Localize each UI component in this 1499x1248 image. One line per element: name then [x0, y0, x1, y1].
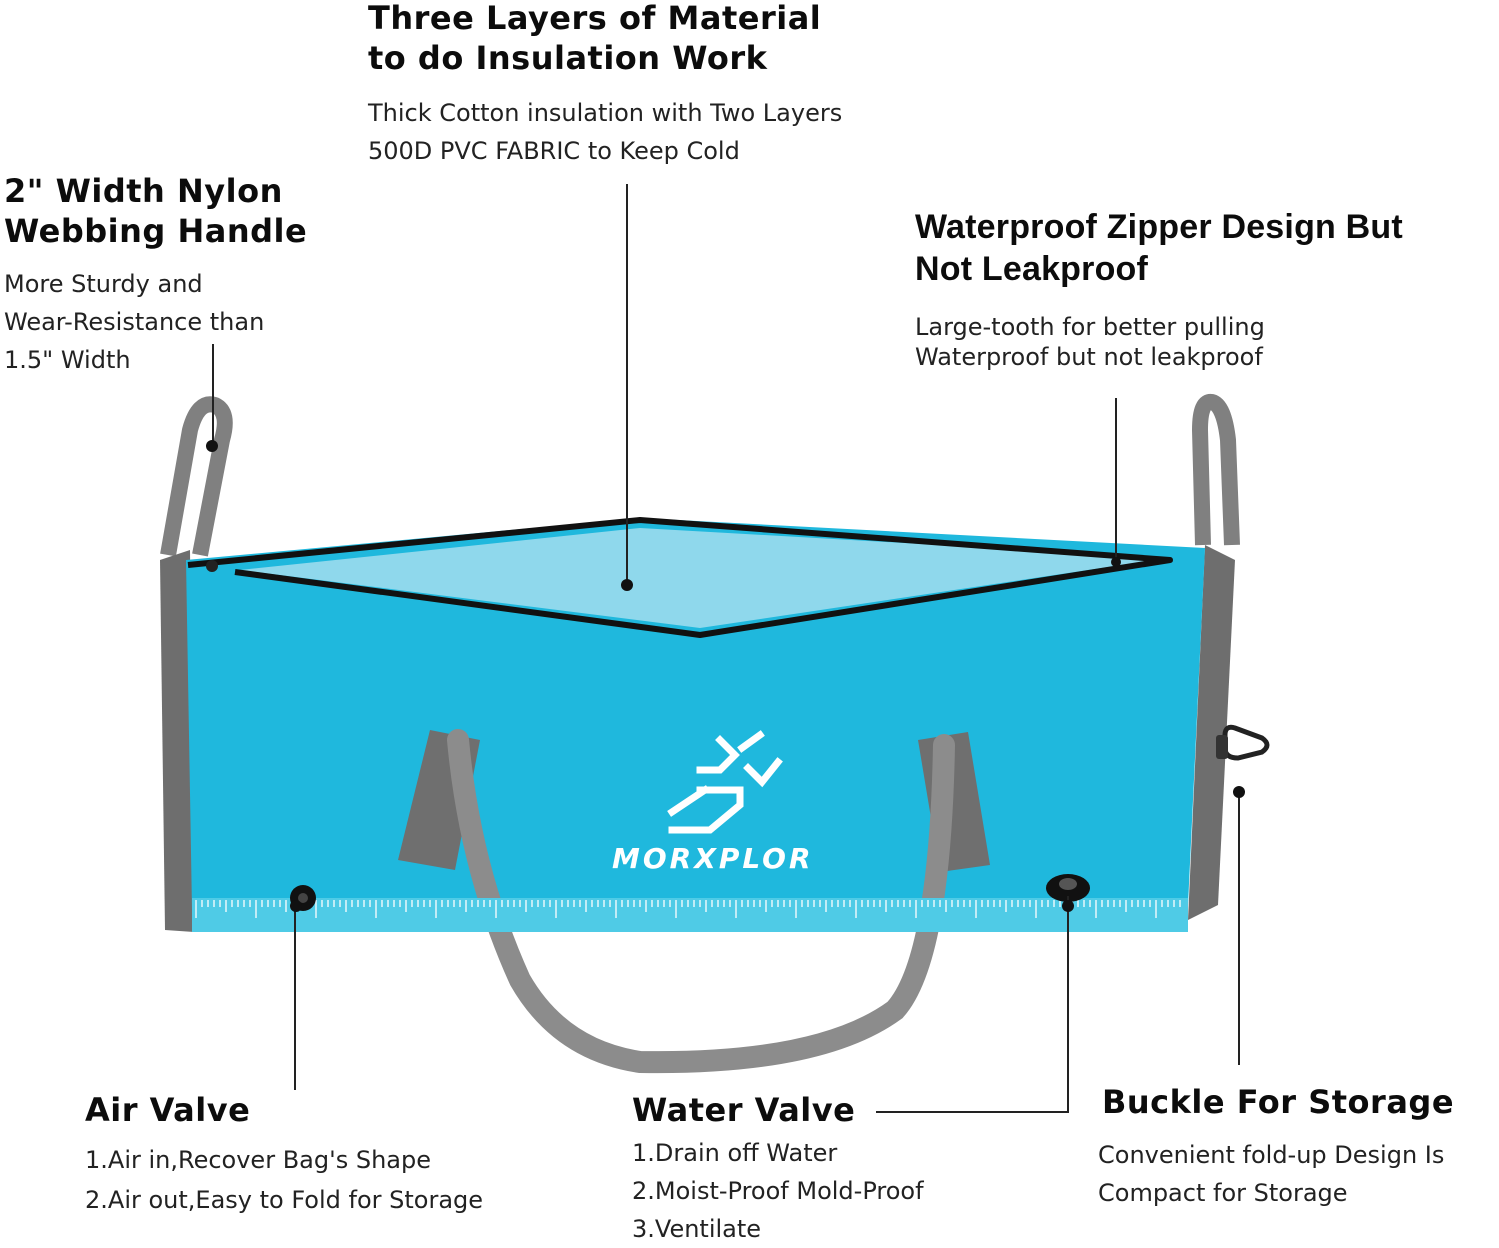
callout-water-valve-description: 1.Drain off Water 2.Moist-Proof Mold-Pro… — [632, 1139, 924, 1243]
callout-zipper: Waterproof Zipper Design But Not Leakpro… — [915, 206, 1403, 372]
callout-insulation-description: Thick Cotton insulation with Two Layers … — [368, 99, 843, 165]
callout-zipper-description: Large-tooth for better pulling Waterproo… — [915, 313, 1265, 371]
running-figure-logo-icon — [667, 730, 783, 834]
callout-handle-title: 2" Width Nylon Webbing Handle — [4, 172, 308, 250]
bag-opening — [240, 528, 1168, 628]
zipper-pull-icon — [206, 560, 218, 572]
callout-insulation-title: Three Layers of Material to do Insulatio… — [368, 0, 822, 77]
callout-zipper-title: Waterproof Zipper Design But Not Leakpro… — [915, 208, 1403, 288]
left-side-trim — [160, 550, 194, 932]
callout-buckle-description: Convenient fold-up Design Is Compact for… — [1098, 1141, 1445, 1207]
callout-air-valve: Air Valve 1.Air in,Recover Bag's Shape 2… — [85, 1090, 483, 1220]
callout-insulation: Three Layers of Material to do Insulatio… — [368, 0, 842, 170]
brand-logo-text: MORXPLOR — [612, 842, 814, 875]
buckle-icon — [1216, 724, 1270, 761]
callout-water-valve-title: Water Valve — [632, 1091, 856, 1129]
callout-handle: 2" Width Nylon Webbing Handle More Sturd… — [4, 171, 307, 379]
callout-air-valve-title: Air Valve — [85, 1091, 251, 1129]
measuring-ruler — [192, 898, 1188, 932]
zipper-line — [187, 517, 1173, 638]
callout-handle-description: More Sturdy and Wear-Resistance than 1.5… — [4, 270, 265, 374]
leader-line-water-valve — [876, 896, 1069, 1113]
callout-water-valve: Water Valve 1.Drain off Water 2.Moist-Pr… — [632, 1090, 924, 1248]
callout-buckle-title: Buckle For Storage — [1102, 1083, 1455, 1121]
water-valve-icon — [1046, 874, 1090, 902]
callout-air-valve-description: 1.Air in,Recover Bag's Shape 2.Air out,E… — [85, 1146, 484, 1214]
right-side-trim — [1188, 545, 1235, 920]
right-end-handle — [1192, 393, 1240, 546]
callout-buckle: Buckle For Storage Convenient fold-up De… — [1098, 1082, 1455, 1212]
left-end-handle — [160, 396, 233, 557]
